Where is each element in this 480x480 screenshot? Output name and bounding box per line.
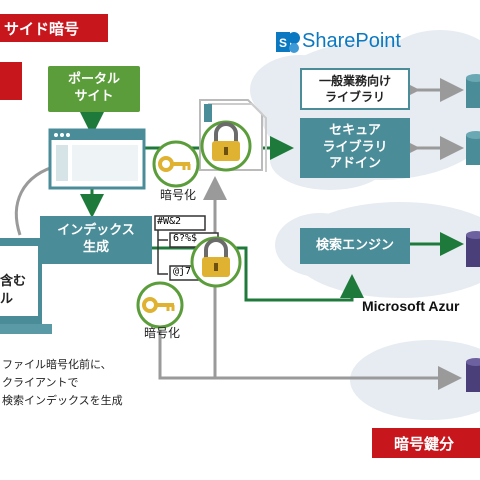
index-generation-box: インデックス 生成 (40, 216, 152, 264)
cipher-text: 6?%$ (173, 233, 198, 244)
note-line: ファイル暗号化前に、 (2, 358, 112, 371)
lock-icon (200, 120, 252, 172)
portal-site-box: ポータル サイト (48, 66, 140, 112)
note-line: クライアントで (2, 376, 79, 389)
azure-label: Microsoft Azur (362, 298, 460, 314)
secure-library-addin-box: セキュア ライブラリ アドイン (300, 118, 410, 178)
encrypt-label: 暗号化 (144, 326, 181, 340)
client-label: ル (0, 292, 14, 307)
cipher-text: #W&2 (157, 216, 182, 227)
lock-icon (190, 236, 242, 288)
cloud-keystore (350, 340, 480, 420)
database-icon (466, 131, 480, 165)
encryption-side-tag: サイド暗号 (0, 14, 108, 42)
sharepoint-logo-icon: S (276, 32, 300, 53)
key-icon (152, 140, 200, 188)
cipher-text: @j7 (173, 266, 192, 277)
database-icon (466, 231, 480, 267)
key-icon (136, 281, 184, 329)
encrypt-label: 暗号化 (160, 188, 197, 202)
browser-window-icon (48, 128, 146, 190)
database-icon (466, 74, 480, 108)
key-management-tag: 暗号鍵分 (372, 428, 480, 458)
client-label: 含む (0, 274, 27, 289)
database-icon (466, 358, 480, 392)
svg-text:S: S (279, 36, 287, 50)
sharepoint-label: SharePoint (302, 30, 401, 52)
general-library-box: 一般業務向け ライブラリ (300, 68, 410, 110)
client-laptop-icon (0, 238, 52, 334)
note-line: 検索インデックスを生成 (2, 394, 123, 407)
search-engine-box: 検索エンジン (300, 228, 410, 264)
red-marker (0, 62, 22, 100)
